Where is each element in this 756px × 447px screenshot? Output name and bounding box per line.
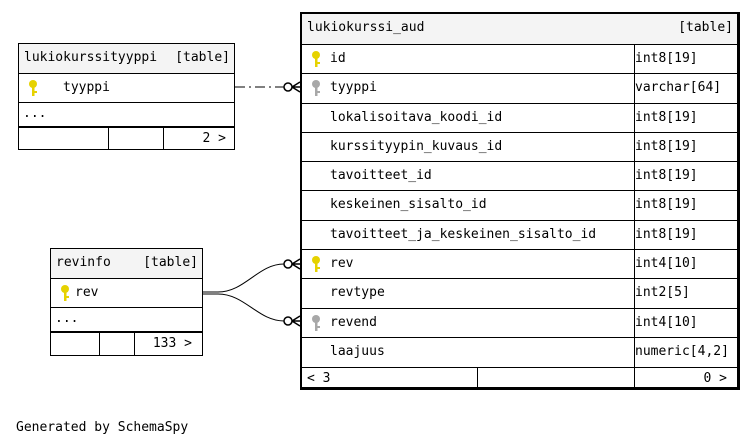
column-name: revend [330, 314, 377, 330]
primary-key-icon [61, 285, 69, 301]
column-divider [634, 103, 635, 132]
table-name: lukiokurssi_aud [307, 20, 425, 35]
column-divider [634, 250, 635, 279]
column-row-tavoitteet-ja-keskeinen-sisalto-id[interactable]: tavoitteet_ja_keskeinen_sisalto_id int8[1… [302, 220, 737, 251]
table-name: lukiokurssityyppi [24, 50, 158, 65]
table-footer: < 3 0 > [302, 367, 737, 390]
column-type: int8[19] [635, 51, 698, 66]
column-type: int8[19] [635, 138, 698, 154]
primary-key-icon [29, 80, 37, 96]
footer-divider [477, 368, 478, 390]
column-divider [634, 308, 635, 337]
column-divider [634, 220, 635, 250]
column-name: rev [75, 285, 99, 300]
table-lukiokurssi-aud[interactable]: lukiokurssi_aud [table] id int8[19] tyyppi… [300, 12, 740, 390]
column-divider [634, 132, 635, 162]
column-row-tavoitteet-id[interactable]: tavoitteet_id int8[19] [302, 162, 737, 192]
column-type: int2[5] [635, 285, 690, 301]
column-row-revtype[interactable]: revtype int2[5] [302, 279, 737, 309]
rev-relation-endpoint [283, 259, 293, 269]
column-name: kurssityypin_kuvaus_id [330, 138, 503, 154]
table-footer: 133 > [51, 332, 202, 355]
rev-crowfoot [291, 258, 301, 270]
column-type: int4[10] [635, 256, 698, 272]
column-type: int4[10] [635, 314, 698, 330]
tyyppi-relation-endpoint [283, 82, 293, 92]
column-divider [634, 191, 635, 220]
footer-divider [634, 368, 635, 390]
parent-count-link[interactable]: < 3 [307, 371, 331, 387]
footer-divider [134, 333, 135, 355]
foreign-key-icon [312, 80, 320, 97]
column-type: int8[19] [635, 197, 698, 213]
column-type: int8[19] [635, 226, 698, 242]
column-divider [634, 279, 635, 308]
table-header: lukiokurssityyppi [table] [19, 44, 234, 74]
table-kind: [table] [175, 50, 230, 65]
column-row-rev[interactable]: rev [51, 279, 202, 308]
column-name: id [330, 51, 346, 66]
column-row-revend[interactable]: revend int4[10] [302, 308, 737, 338]
revend-relation-endpoint [283, 316, 293, 326]
revend-crowfoot [291, 315, 301, 327]
column-divider [634, 337, 635, 368]
ellipsis-row: ... [19, 103, 234, 127]
ellipsis-text: ... [23, 106, 47, 121]
column-type: int8[19] [635, 168, 698, 184]
column-type: varchar[64] [635, 80, 722, 96]
column-type: int8[19] [635, 109, 698, 125]
column-name: tavoitteet_ja_keskeinen_sisalto_id [330, 226, 597, 242]
column-row-tyyppi[interactable]: tyyppi varchar[64] [302, 74, 737, 104]
column-name: tyyppi [63, 80, 110, 95]
foreign-key-icon [312, 314, 320, 331]
ellipsis-text: ... [55, 311, 79, 326]
column-row-lokalisoitava-koodi-id[interactable]: lokalisoitava_koodi_id int8[19] [302, 103, 737, 133]
tyyppi-crowfoot [291, 81, 301, 93]
footer-divider [108, 128, 109, 150]
schemaspy-credit: Generated by SchemaSpy [16, 420, 189, 435]
ellipsis-row: ... [51, 308, 202, 332]
revend-relation-line [203, 293, 285, 322]
column-name: lokalisoitava_koodi_id [330, 109, 503, 125]
column-name: rev [330, 256, 354, 272]
column-row-id[interactable]: id int8[19] [302, 45, 737, 75]
table-name: revinfo [56, 255, 111, 270]
primary-key-icon [312, 51, 320, 67]
column-row-kurssityypin-kuvaus-id[interactable]: kurssityypin_kuvaus_id int8[19] [302, 132, 737, 163]
primary-key-icon [312, 256, 320, 273]
footer-divider [99, 333, 100, 355]
table-header: revinfo [table] [51, 249, 202, 279]
column-divider [634, 162, 635, 191]
table-kind: [table] [143, 255, 198, 270]
child-count-link[interactable]: 2 > [202, 131, 226, 146]
table-kind: [table] [678, 20, 733, 35]
table-footer: 2 > [19, 127, 234, 150]
footer-divider [163, 128, 164, 150]
column-list: id int8[19] tyyppi varchar[64] lokalisoitava… [302, 45, 737, 368]
rev-relation-line [203, 263, 285, 293]
column-row-rev[interactable]: rev int4[10] [302, 250, 737, 280]
column-divider [634, 45, 635, 74]
table-revinfo[interactable]: revinfo [table] rev ... 133 > [50, 248, 203, 356]
column-row-tyyppi[interactable]: tyyppi [19, 74, 234, 103]
column-name: keskeinen_sisalto_id [330, 197, 487, 213]
column-name: tavoitteet_id [330, 168, 432, 184]
table-lukiokurssityyppi[interactable]: lukiokurssityyppi [table] tyyppi ... 2 > [18, 43, 235, 150]
column-name: revtype [330, 285, 385, 301]
column-divider [634, 74, 635, 103]
column-name: tyyppi [330, 80, 377, 96]
column-name: laajuus [330, 343, 385, 359]
table-header: lukiokurssi_aud [table] [302, 14, 737, 45]
child-count-link[interactable]: 0 > [703, 371, 727, 387]
column-row-keskeinen-sisalto-id[interactable]: keskeinen_sisalto_id int8[19] [302, 191, 737, 221]
child-count-link[interactable]: 133 > [152, 336, 192, 351]
column-type: numeric[4,2] [635, 343, 729, 359]
column-row-laajuus[interactable]: laajuus numeric[4,2] [302, 337, 737, 368]
